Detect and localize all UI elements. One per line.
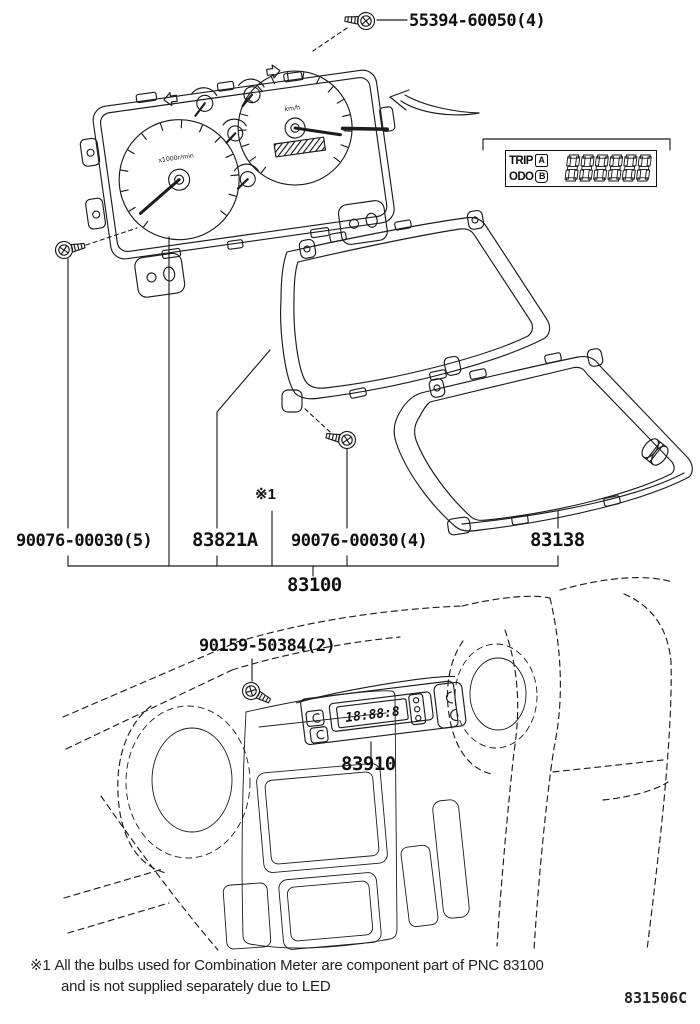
- display-callout-bracket: [482, 138, 671, 151]
- part-number-83100: 83100: [287, 574, 342, 596]
- meter-lens-drawing: [393, 348, 693, 536]
- right-vent: [469, 657, 527, 731]
- part-number-90076-5: 90076-00030(5): [16, 531, 153, 551]
- odometer-digits: [548, 152, 656, 185]
- turn-arrow-left-icon: [163, 92, 178, 107]
- part-number-83138: 83138: [530, 529, 585, 551]
- footnote-ref: ※1: [30, 957, 51, 974]
- trip-key-a: A: [534, 154, 548, 167]
- tach-unit-label: x1000r/min: [158, 152, 194, 164]
- lens-knob: [641, 438, 669, 466]
- speedo-unit-label: km/h: [284, 104, 301, 113]
- part-number-83821A: 83821A: [192, 529, 258, 551]
- dashboard-drawing: [62, 577, 673, 951]
- part-number-55394: 55394-60050(4): [409, 11, 546, 31]
- footnote-line2: and is not supplied separately due to LE…: [61, 978, 331, 995]
- callout-arrow-icon: [389, 89, 480, 116]
- part-number-90076-4: 90076-00030(4): [291, 531, 428, 551]
- drawing-code: 831506C: [624, 989, 688, 1007]
- clock-unit-drawing: 18:88:8: [295, 675, 467, 746]
- small-gauges: [190, 78, 265, 190]
- left-vent: [151, 727, 233, 833]
- cluster-mounting-tabs: [79, 71, 396, 298]
- combination-meter-drawing: x1000r/min km/h: [79, 64, 396, 298]
- odo-key-b: B: [535, 170, 549, 183]
- trip-odo-labels: TRIP A ODO B: [506, 153, 549, 184]
- screw-icon-dash: [238, 678, 275, 709]
- screw-icon-left: [53, 227, 138, 261]
- part-number-83910: 83910: [341, 753, 396, 775]
- footnote-line1: ※1 All the bulbs used for Combination Me…: [30, 957, 544, 974]
- screw-icon-top: [312, 10, 408, 52]
- trip-label: TRIP: [509, 154, 533, 167]
- leader-lines: [67, 236, 559, 758]
- trip-odo-display: TRIP A ODO B: [505, 150, 657, 187]
- turn-arrow-right-icon: [266, 64, 281, 79]
- note-reference-1: ※1: [255, 486, 276, 503]
- screw-icon-middle: [303, 407, 358, 451]
- odometer-window: [273, 136, 327, 158]
- meter-case-drawing: [280, 209, 551, 413]
- odo-label: ODO: [509, 170, 534, 183]
- clock-display: 18:88:8: [344, 704, 400, 726]
- center-stack: [241, 690, 398, 949]
- part-number-90159: 90159-50384(2): [199, 636, 336, 656]
